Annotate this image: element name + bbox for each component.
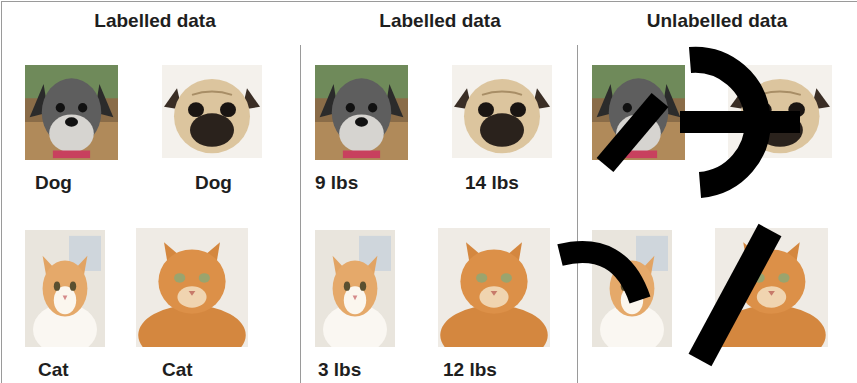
column-heading: Unlabelled data	[647, 10, 787, 32]
column-divider	[577, 45, 578, 383]
dog-photo	[315, 65, 408, 160]
data-label: Cat	[38, 359, 69, 381]
data-label: Cat	[162, 359, 193, 381]
cat-photo	[136, 228, 248, 365]
column-divider	[300, 45, 301, 383]
data-label: Dog	[195, 172, 232, 194]
watermark	[560, 60, 800, 360]
column-heading: Labelled data	[379, 10, 500, 32]
cat-photo	[25, 230, 105, 355]
dog-photo	[452, 65, 552, 158]
data-label: Dog	[35, 172, 72, 194]
cat-photo	[438, 228, 550, 365]
cat-photo	[315, 230, 395, 355]
data-label: 3 lbs	[318, 359, 361, 381]
data-label: 9 lbs	[315, 172, 358, 194]
dog-photo	[162, 65, 262, 158]
data-label: 12 lbs	[443, 359, 497, 381]
dog-photo	[25, 65, 118, 160]
column-heading: Labelled data	[94, 10, 215, 32]
data-label: 14 lbs	[465, 172, 519, 194]
